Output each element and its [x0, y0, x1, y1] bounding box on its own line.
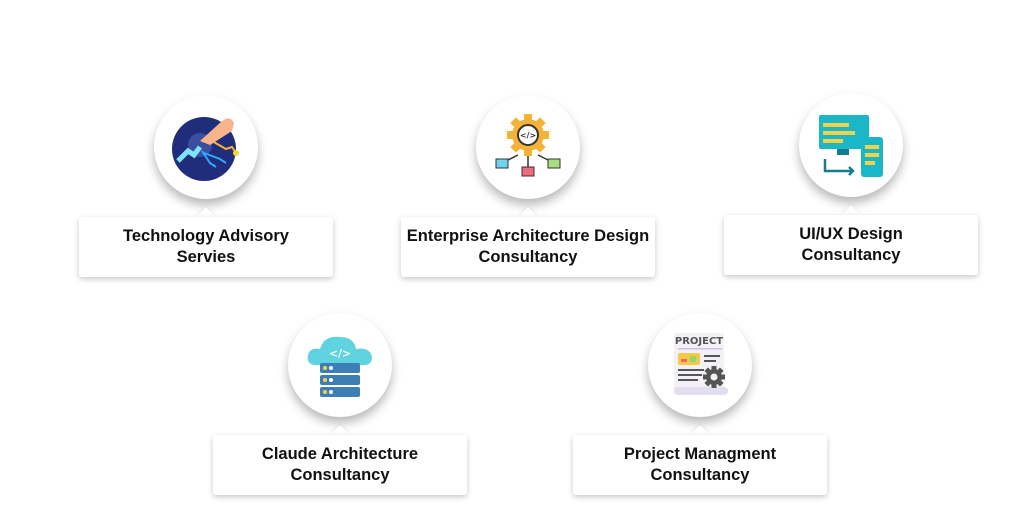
service-title-line2: Servies	[176, 248, 236, 266]
project-document-icon: PROJECT	[674, 333, 728, 395]
gear-architecture-icon: </>	[495, 114, 561, 177]
svg-text:</>: </>	[520, 131, 536, 140]
service-title-line1: UI/UX Design	[799, 225, 903, 243]
pointer-notch	[841, 205, 861, 215]
service-title-line2: Consultancy	[478, 248, 578, 266]
icon-circle: </>	[288, 313, 392, 417]
service-title-line2: Consultancy	[290, 466, 390, 484]
icon-circle: PROJECT	[648, 313, 752, 417]
svg-text:PROJECT: PROJECT	[675, 336, 723, 347]
svg-text:</>: </>	[329, 347, 351, 360]
service-title-line1: Project Managment	[623, 445, 777, 463]
pointer-notch	[330, 425, 350, 435]
cloud-server-icon: </>	[307, 336, 372, 397]
service-title-line1: Enterprise Architecture Design	[406, 227, 650, 245]
service-title-line1: Technology Advisory	[123, 227, 289, 245]
icon-circle	[154, 95, 258, 199]
pointer-notch	[196, 207, 216, 217]
pointer-notch	[518, 207, 538, 217]
service-title-line2: Consultancy	[801, 246, 901, 264]
service-title-line1: Claude Architecture	[261, 445, 419, 463]
responsive-devices-icon	[819, 115, 883, 177]
touch-technology-icon	[172, 117, 239, 181]
service-title-line2: Consultancy	[650, 466, 750, 484]
pointer-notch	[690, 425, 710, 435]
icon-circle: </>	[476, 95, 580, 199]
icon-circle	[799, 93, 903, 197]
